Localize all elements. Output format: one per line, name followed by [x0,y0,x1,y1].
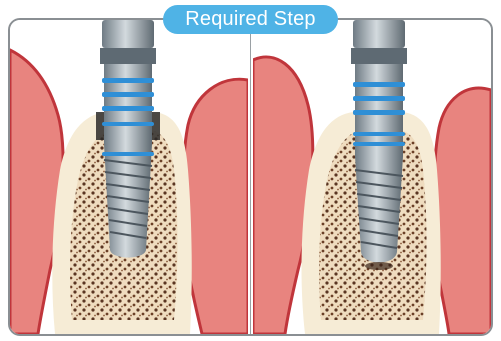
illustration-frame [8,18,493,336]
right-illustration-panel [253,20,491,334]
implant-drilling-illustration-icon [10,20,248,334]
left-illustration-panel [10,20,248,334]
step-badge: Required Step [163,5,338,34]
implant-seated-illustration-icon [253,20,491,334]
